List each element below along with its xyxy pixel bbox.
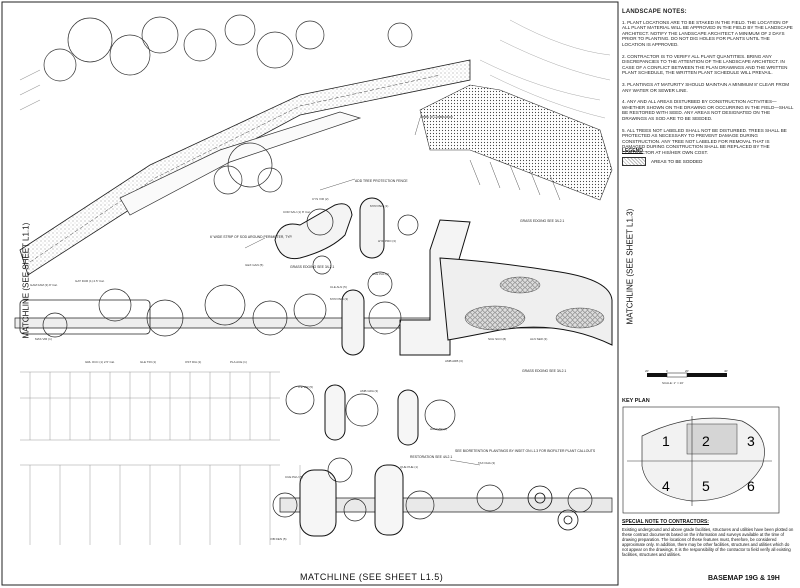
scale-tick: 20' xyxy=(645,369,649,373)
scale-tick: 0 xyxy=(666,369,668,373)
plant-label: PLA ACE (1) xyxy=(230,360,247,364)
plant-label: ILEX GAN (5) xyxy=(245,263,263,267)
note-item: 5. All trees not labeled shall not be di… xyxy=(622,127,787,155)
trees-lower xyxy=(272,385,593,522)
plant-label: GRL OCC (1) 2.5' Cal. xyxy=(85,360,115,364)
graphic-scale: 20' 0 20' 40' SCALE: 1" = 20' xyxy=(642,368,762,389)
leaders xyxy=(244,117,481,466)
walkway-bed-lower xyxy=(279,464,613,537)
plant-label: QUE PHE (1) xyxy=(400,465,418,469)
keyplan-map: 1 2 3 4 5 6 xyxy=(622,406,780,514)
plant-label: GAT DUR (1) 2.5' Cal. xyxy=(75,279,105,283)
parking-stalls-right xyxy=(469,159,561,201)
callout-grass-edging-2: GRASS EDGING SEE 3/L2.1 xyxy=(290,265,334,269)
plant-label: MAS VIR (1) xyxy=(35,337,52,341)
special-text: Existing underground and above grade fac… xyxy=(622,527,794,557)
landscape-notes: LANDSCAPE NOTES: 1. Plant locations are … xyxy=(622,9,794,161)
plant-label: ITE VIR (5) xyxy=(298,385,313,389)
callout-limits: Limits of Construction xyxy=(420,115,453,119)
legend-title: LEGEND xyxy=(622,148,643,154)
contours xyxy=(479,19,611,119)
parking-stalls-bottom xyxy=(20,371,301,545)
plant-label: CYS VIR (2) xyxy=(312,197,329,201)
plant-labels: COR SAU (1) 8' Cal. CYS VIR (2) MYR PEO … xyxy=(30,197,547,541)
plant-label: AMB GRA (3) xyxy=(360,389,378,393)
existing-trees-top xyxy=(43,14,413,195)
callout-grass-edging-3: GRASS EDGING SEE 3/L2.1 xyxy=(522,369,566,373)
keyplan-area: 2 xyxy=(702,433,710,449)
planting-beds-lower xyxy=(324,384,419,446)
callout-sod-strip: 6' WIDE STRIP OF SOD AROUND PERIMETER, T… xyxy=(210,235,292,239)
note-item: 4. Any and all areas disturbed by constr… xyxy=(622,99,794,121)
plant-label: ALN SER (3) xyxy=(530,337,547,341)
plant-label: VIB DEN (5) xyxy=(270,537,287,541)
legend-item: AREAS TO BE SODDED xyxy=(651,159,703,164)
special-title: SPECIAL NOTE TO CONTRACTORS: xyxy=(622,519,709,525)
scale-bar: 20' 0 20' 40' SCALE: 1" = 20' xyxy=(645,369,728,385)
keyplan-area: 6 xyxy=(747,478,755,494)
keyplan-area: 4 xyxy=(662,478,670,494)
basemap-label: BASEMAP 19G & 19H xyxy=(708,575,780,582)
plant-label: MYR PEO (1) xyxy=(370,204,388,208)
keyplan-title: KEY PLAN xyxy=(622,398,650,404)
scale-tick: 20' xyxy=(685,369,689,373)
scale-tick: 40' xyxy=(724,369,728,373)
legend-row: AREAS TO BE SODDED xyxy=(622,157,794,166)
accent-trees-lower xyxy=(527,485,579,531)
callout-grass-edging-1: GRASS EDGING SEE 3/L2.1 xyxy=(520,219,564,223)
notes-title: LANDSCAPE NOTES: xyxy=(622,9,687,15)
callout-bioretention: SEE BIORETENTION PLANTINGS BY INSET ON L… xyxy=(455,449,596,453)
sod-band xyxy=(19,59,471,276)
paved-area xyxy=(419,84,613,201)
keyplan-area: 3 xyxy=(747,433,755,449)
callout-fence: ADD TREE PROTECTION FENCE xyxy=(355,179,408,183)
keyplan-area: 5 xyxy=(702,478,710,494)
key-plan: KEY PLAN 1 2 3 4 5 6 xyxy=(622,398,782,518)
plant-label: GAM FAM (3) 8' Cal. xyxy=(30,283,58,287)
legend: LEGEND AREAS TO BE SODDED xyxy=(622,148,794,166)
sod-swatch xyxy=(622,157,646,166)
plant-label: SCH SCO (8) xyxy=(488,337,506,341)
trees-upper-walk xyxy=(42,208,419,338)
plant-label: AMB ARB (3) xyxy=(445,359,463,363)
matchline-right: MATCHLINE (SEE SHEET L1.3) xyxy=(625,208,635,325)
plant-label: CLE ALN (5) xyxy=(330,285,347,289)
plant-label: HYP PRO (3) xyxy=(378,239,396,243)
plant-label: MYR PEN (3) xyxy=(330,297,348,301)
plant-label: COR SAU (1) 8' Cal. xyxy=(283,210,311,214)
plant-label: CUE PHU (5) xyxy=(285,475,303,479)
site-plan: Limits of Construction ADD TREE PROTECTI… xyxy=(1,1,619,586)
note-item: 3. Plantings at maturity should maintain… xyxy=(622,81,790,93)
plant-label: HAM VIR (3) xyxy=(430,427,447,431)
callout-restoration: RESTORATION SEE 4/L2.1 xyxy=(410,455,452,459)
parking-stalls-top xyxy=(19,69,41,111)
plant-label: CUE PAL (1) xyxy=(372,272,389,276)
matchline-left: MATCHLINE (SEE SHEET L1.1) xyxy=(21,222,31,339)
matchline-bottom: MATCHLINE (SEE SHEET L1.5) xyxy=(300,572,444,582)
plan-border xyxy=(1,1,619,586)
plant-label: OST DIA (1) xyxy=(185,360,201,364)
keyplan-area: 1 xyxy=(662,433,670,449)
shrub-masses xyxy=(464,276,605,331)
scale-text: SCALE: 1" = 20' xyxy=(662,381,684,385)
plant-label: TAX DHA (3) xyxy=(478,461,495,465)
note-item: 2. Contractor is to verify all plant qua… xyxy=(622,53,788,76)
special-note: SPECIAL NOTE TO CONTRACTORS: Existing un… xyxy=(622,519,796,558)
plant-label: GLE TRI (1) xyxy=(140,360,156,364)
note-item: 1. Plant locations are to be staked in t… xyxy=(622,19,793,47)
